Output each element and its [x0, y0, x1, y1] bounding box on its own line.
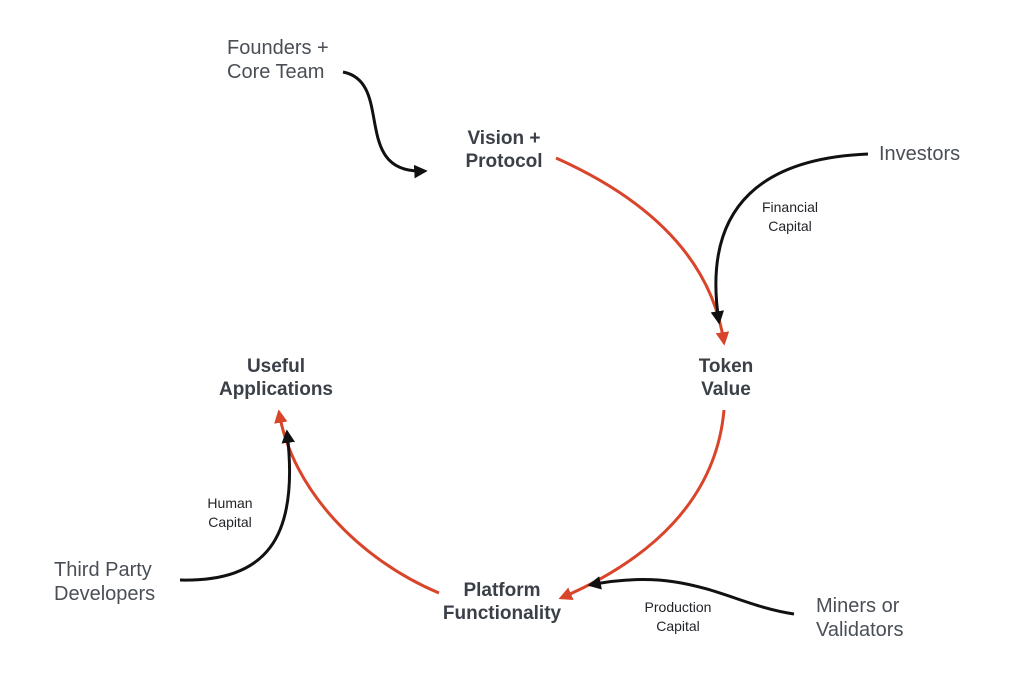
arc-token-to-platform	[558, 409, 726, 600]
arrow-investors-to-token	[710, 152, 869, 325]
investors-label: Investors	[879, 143, 961, 165]
production-capital-label: Production Capital	[644, 599, 712, 634]
node-token-value: Token Value	[698, 356, 754, 400]
arrow-founders-to-vision	[342, 70, 428, 179]
node-vision-protocol: Vision + Protocol	[465, 128, 543, 172]
founders-label: Founders + Core Team	[227, 37, 329, 83]
arc-vision-to-token	[555, 156, 730, 346]
arc-platform-to-applications	[274, 409, 440, 595]
arrow-developers-to-applications	[179, 429, 295, 582]
developers-label: Third Party Developers	[54, 559, 156, 605]
node-platform-functionality: Platform Functionality	[442, 580, 562, 624]
arrow-miners-to-platform	[587, 576, 795, 616]
miners-label: Miners or Validators	[816, 595, 904, 641]
human-capital-label: Human Capital	[207, 495, 253, 530]
node-useful-applications: Useful Applications	[218, 356, 333, 400]
financial-capital-label: Financial Capital	[761, 199, 819, 234]
